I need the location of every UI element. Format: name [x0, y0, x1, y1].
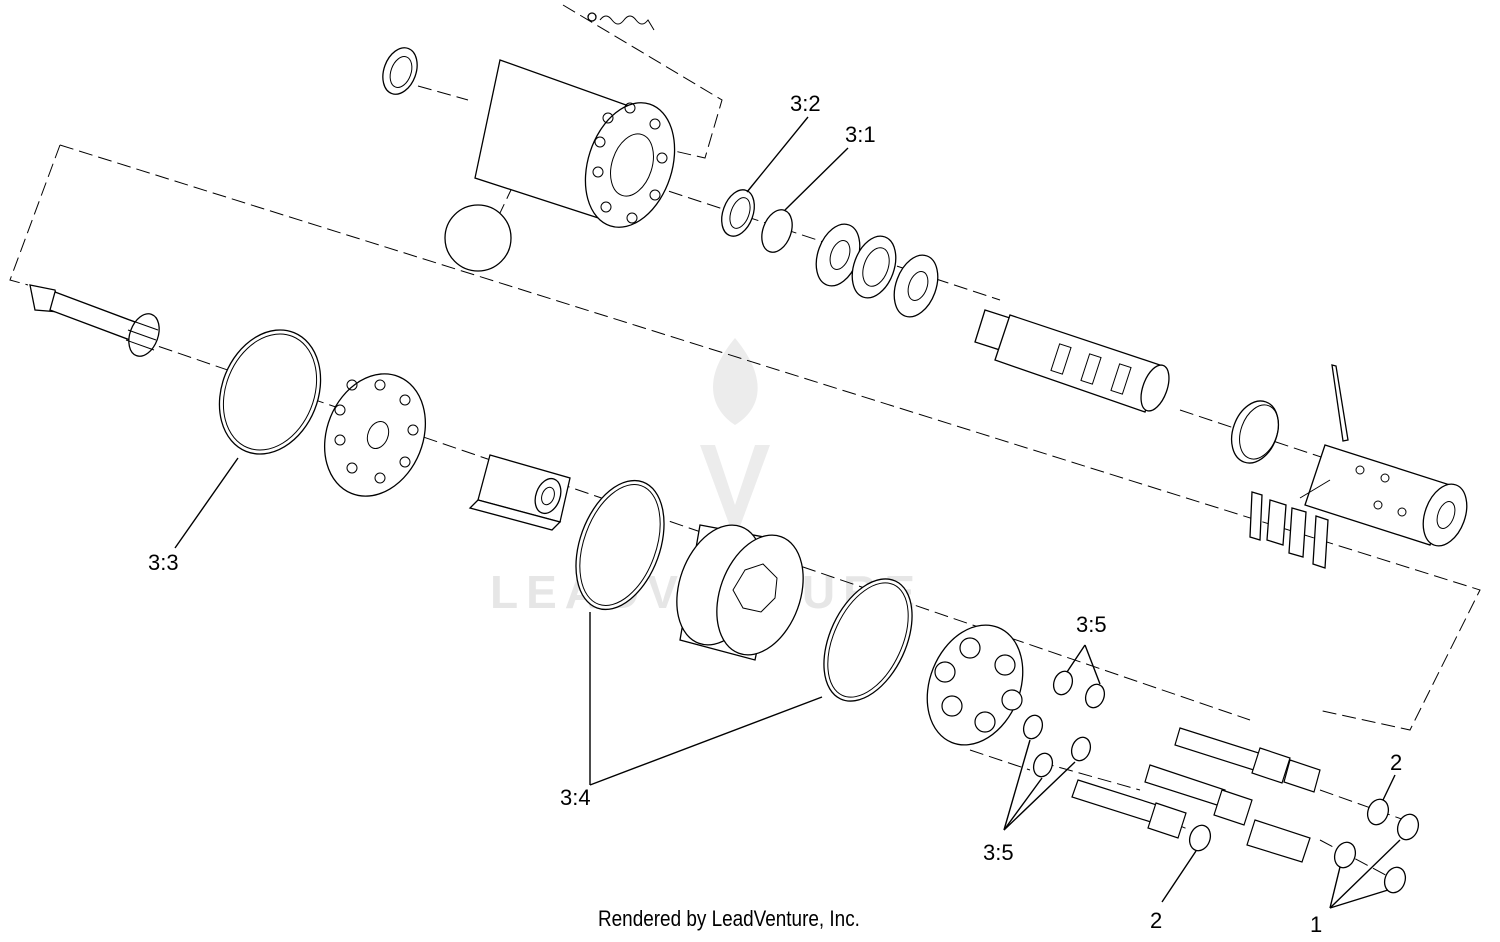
callout-3-1: 3:1	[845, 122, 876, 147]
callout-1: 1	[1310, 912, 1322, 937]
callout-2-right: 2	[1390, 750, 1402, 775]
callout-3-2: 3:2	[790, 91, 821, 116]
callout-3-4: 3:4	[560, 785, 591, 810]
washers-2	[1188, 798, 1390, 852]
callout-3-3: 3:3	[148, 550, 179, 575]
shaft-seal	[382, 47, 418, 95]
thrust-bearing-stack	[815, 223, 939, 318]
watermark-flame-icon	[713, 338, 758, 425]
detent-spring	[587, 12, 655, 31]
wear-plate	[323, 373, 427, 497]
drive-link	[29, 284, 160, 357]
sleeve-ring	[1230, 400, 1280, 464]
valve-block	[468, 454, 571, 531]
o-ring-3-4-front	[575, 479, 665, 611]
spool-sleeve	[1304, 364, 1468, 547]
callout-3-5-bottom: 3:5	[983, 840, 1014, 865]
spool-shaft	[974, 309, 1170, 413]
o-ring-3-3	[218, 329, 322, 455]
callout-2-bottom: 2	[1150, 908, 1162, 933]
o-ring-3-1	[761, 209, 793, 253]
gerotor-housing	[676, 524, 804, 661]
centering-springs	[1249, 479, 1331, 569]
assembly-guide-lines	[9, 4, 1481, 881]
seal-3-2	[721, 189, 755, 237]
callout-leaders	[174, 116, 1401, 909]
rendered-by-footer: Rendered by LeadVenture, Inc.	[598, 906, 860, 931]
end-cap	[926, 624, 1024, 746]
o-ring-3-4-rear	[823, 578, 913, 702]
o-rings-3-5	[1022, 670, 1106, 778]
watermark-v-icon	[700, 445, 770, 540]
housing-body	[444, 59, 676, 272]
callout-3-5-top: 3:5	[1076, 612, 1107, 637]
relief-valves	[1071, 727, 1321, 863]
